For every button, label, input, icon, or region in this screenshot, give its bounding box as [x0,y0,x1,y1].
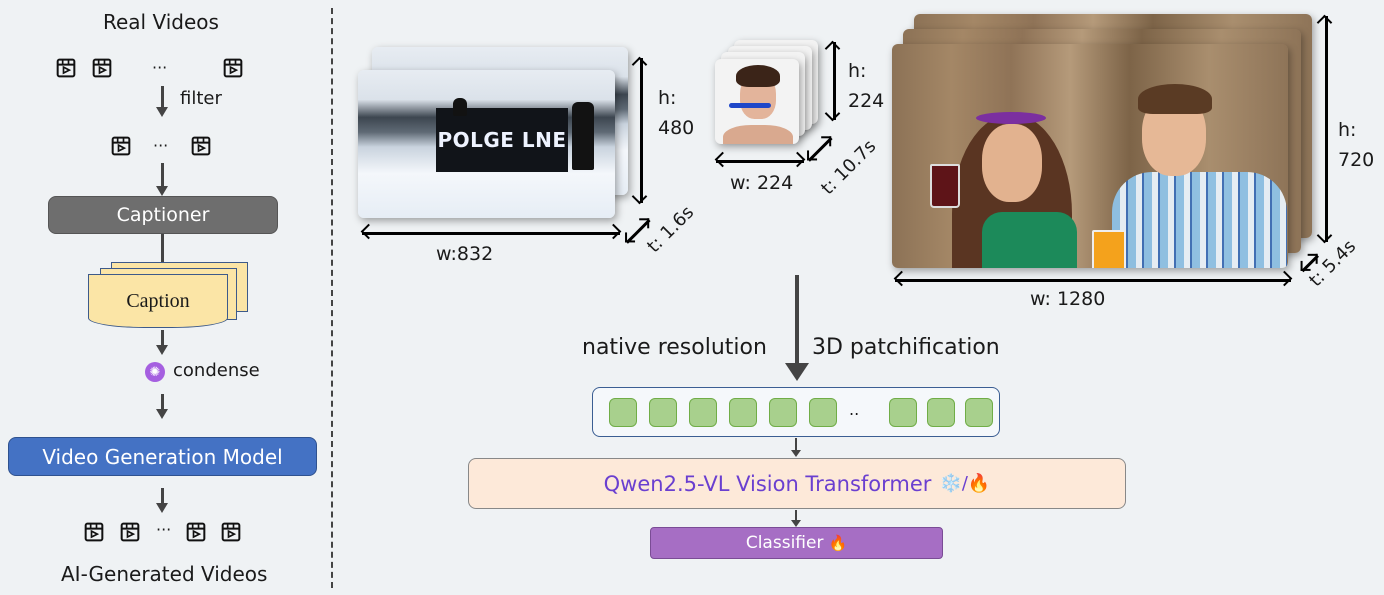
patch-token [609,398,637,427]
patch-token [809,398,837,427]
classifier-label: Classifier [745,533,824,553]
vision-transformer-box: Qwen2.5-VL Vision Transformer ❄️/🔥 [468,458,1126,509]
fire-icon: 🔥 [828,534,848,552]
toothbrush [729,103,771,108]
filter-label: filter [180,88,222,109]
video-film-icon [111,136,131,156]
real-videos-title: Real Videos [103,10,219,34]
video-film-icon [120,522,140,542]
height-arrow [640,58,643,203]
height-arrow [1325,16,1328,242]
time-label: t: 1.6s [643,201,699,257]
arrow-down [791,510,801,527]
width-arrow [362,232,620,235]
hair [736,65,780,87]
vit-label: Qwen2.5-VL Vision Transformer [603,471,932,496]
shoulder [723,125,793,144]
arrow-down [791,438,801,457]
height-label: h:224 [848,60,885,112]
captioner-box: Captioner [48,196,278,234]
arrow-down [156,488,168,513]
patch-token [649,398,677,427]
video-film-icon [191,136,211,156]
width-label: w:832 [436,243,494,265]
native-resolution-label: native resolution [582,335,767,360]
width-label: w: 224 [730,172,794,194]
patch-token [769,398,797,427]
red-drink [930,164,960,208]
man-hair [1138,84,1212,114]
snowflake-fire-icon: ❄️/🔥 [939,473,991,494]
video-film-icon [56,58,76,78]
video-film-icon [92,58,112,78]
video-frame-snow: POLGE LNE [358,70,615,218]
video-generation-model-box: Video Generation Model [8,437,317,476]
headband [976,112,1046,124]
section-divider [331,8,333,588]
arrow-down [156,163,168,196]
classifier-box: Classifier 🔥 [650,527,943,559]
arrow-down [156,394,168,419]
patch-token-bar: .. [592,387,1000,437]
arrow-down [156,330,168,355]
arrow-down [156,86,168,117]
ellipsis: ··· [156,520,172,539]
height-label: h:480 [658,87,695,139]
person-figure [453,98,467,116]
height-label: h:720 [1338,119,1375,171]
3d-patchification-label: 3D patchification [812,335,1000,360]
patch-token [927,398,955,427]
ellipsis: ··· [152,58,168,77]
patch-token [965,398,993,427]
video-frame-couple [892,44,1288,268]
video-film-icon [221,522,241,542]
ellipsis: ··· [153,136,169,155]
sign-text: POLGE LNE [436,108,568,172]
arrow-down [156,234,168,273]
video-film-icon [186,522,206,542]
ai-generated-videos-title: AI-Generated Videos [61,562,268,586]
man-shirt [1112,172,1287,268]
orange-drink [1092,230,1126,268]
patch-token [729,398,757,427]
video-film-icon [84,522,104,542]
patch-token [889,398,917,427]
person-figure [572,102,594,170]
openai-icon: ✺ [145,362,165,382]
condense-label: condense [173,360,260,381]
time-arrow [807,137,833,162]
woman-top [982,212,1077,268]
patch-ellipsis: .. [849,400,860,419]
video-film-icon [223,58,243,78]
arrow-down-main [785,275,809,381]
woman-face [982,124,1042,202]
width-arrow [895,279,1291,282]
caption-document: Caption [88,274,228,328]
video-frame-face [715,59,799,144]
height-arrow [833,42,836,120]
patch-token [689,398,717,427]
width-arrow [716,160,804,163]
width-label: w: 1280 [1030,288,1106,310]
